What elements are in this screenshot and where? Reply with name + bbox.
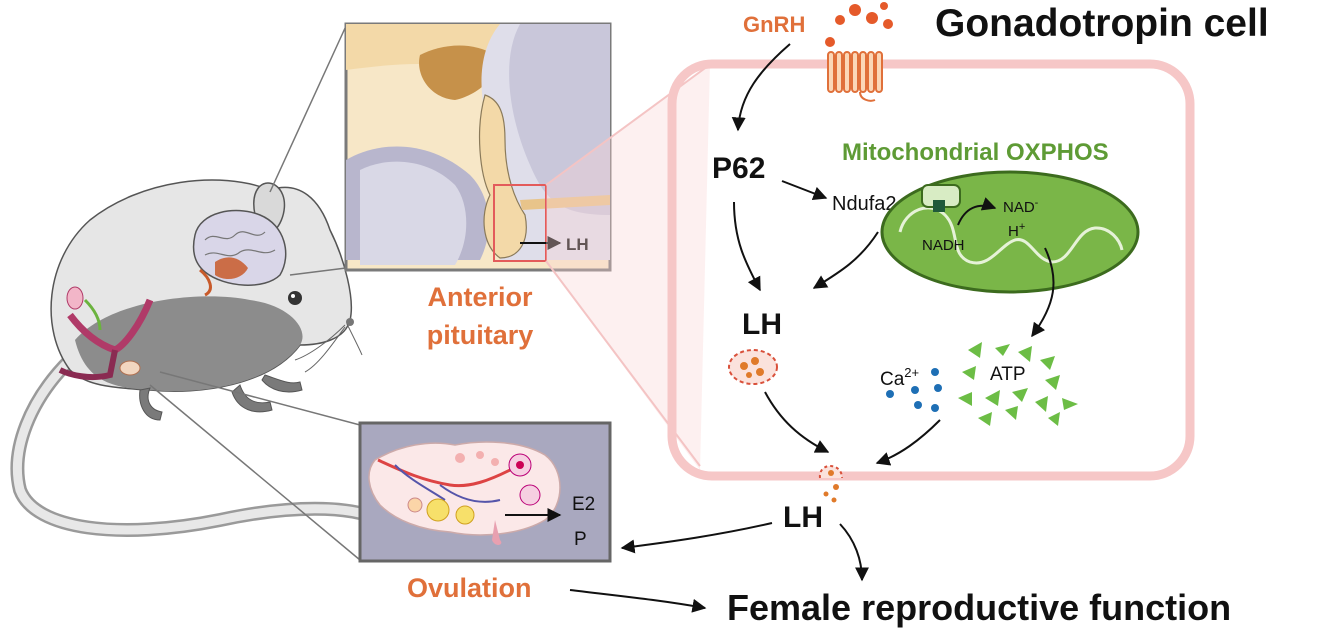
- mouse-illustration: [10, 179, 387, 537]
- ovary-inset: E2 P: [358, 421, 612, 563]
- anterior-pituitary-label-line2: pituitary: [427, 320, 534, 350]
- gnrh-label: GnRH: [743, 12, 805, 37]
- mouse-eye: [288, 291, 302, 305]
- arrow-atp-to-release: [875, 419, 941, 466]
- mouse-whiskers: [294, 323, 363, 373]
- arrow-nadh-to-nad: [957, 197, 997, 226]
- anterior-pituitary-label-line1: Anterior: [427, 282, 533, 312]
- arrow-mito-to-atp: [1031, 247, 1055, 338]
- calcium-dots: [886, 368, 942, 412]
- arrow-p62-to-lh: [733, 201, 761, 292]
- cell-membrane: [667, 59, 1195, 481]
- ca-label: Ca2+: [880, 365, 919, 390]
- nadh-label: NADH: [922, 237, 965, 254]
- mitochondrion: NADH NAD- H+: [880, 170, 1140, 294]
- mito-title: Mitochondrial OXPHOS: [842, 139, 1109, 166]
- zoom-connector-lines: [149, 25, 361, 561]
- ovulation-label: Ovulation: [407, 573, 532, 603]
- arrow-vesicle-to-release: [764, 391, 830, 453]
- brain-illustration: [192, 209, 287, 297]
- atp-triangles: [958, 342, 1078, 426]
- lh-released-label: LH: [783, 501, 823, 534]
- exocytosis-vesicle: [818, 465, 843, 503]
- arrow-lh-to-function: [839, 523, 869, 582]
- gnrh-molecules: [825, 2, 893, 47]
- nad-label: NAD-: [1003, 197, 1039, 216]
- p-label: P: [574, 529, 587, 550]
- arrow-p62-to-ndufa2: [781, 180, 828, 200]
- cell-title: Gonadotropin cell: [935, 2, 1269, 45]
- mouse-nose: [346, 318, 354, 326]
- pituitary-inset: LH: [344, 22, 612, 272]
- e2-label: E2: [572, 494, 595, 515]
- reproductive-tract: [58, 286, 154, 381]
- p62-label: P62: [712, 152, 765, 185]
- atp-label: ATP: [990, 364, 1026, 385]
- lh-inner-label: LH: [742, 308, 782, 341]
- mouse-legs: [139, 374, 303, 421]
- arrow-ovulation-to-function: [569, 589, 707, 613]
- lh-vesicle: [728, 349, 778, 385]
- gonadotropin-cell: [667, 59, 1195, 481]
- hplus-label: H+: [1008, 221, 1025, 240]
- complex-i-icon: [933, 200, 945, 212]
- gnrh-receptor-icon: [827, 51, 883, 102]
- female-function-label: Female reproductive function: [727, 587, 1231, 628]
- pituitary-highlight-box: [493, 184, 547, 262]
- arrow-ndufa2-to-lh: [812, 231, 879, 289]
- ndufa2-label: Ndufa2: [832, 193, 897, 215]
- arrow-gnrh-to-p62: [731, 43, 791, 132]
- inset-lh-label: LH: [566, 235, 589, 254]
- arrow-lh-to-ovary: [620, 522, 773, 554]
